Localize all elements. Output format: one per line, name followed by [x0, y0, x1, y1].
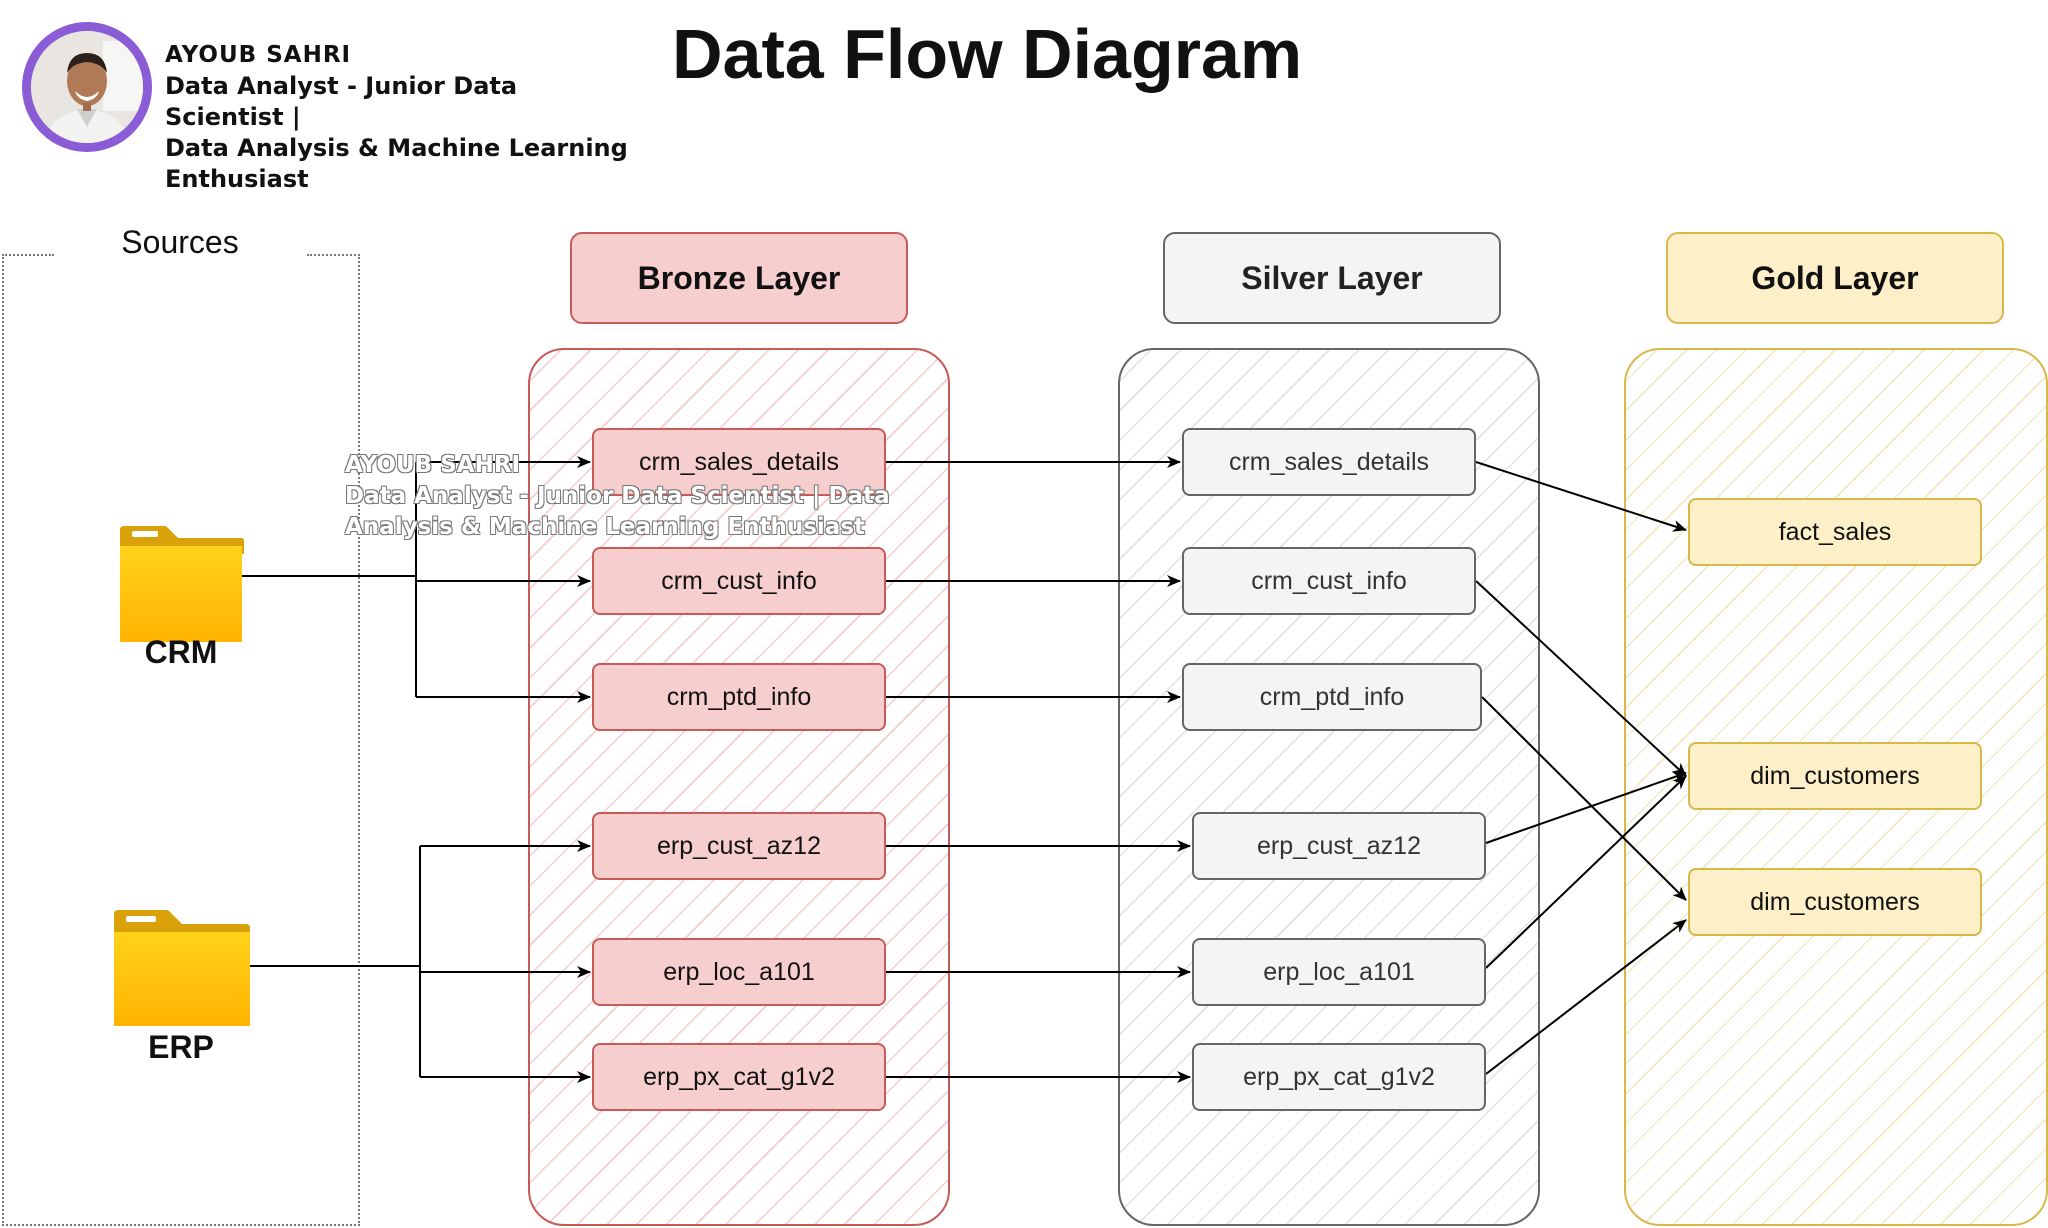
silver-to-gold-fact-sales	[1475, 461, 1687, 532]
silver-erp-cust-az12-to-gold-dim-customers	[1485, 771, 1687, 844]
sources-label: Sources	[121, 224, 239, 260]
crm-source-label: CRM	[144, 634, 218, 670]
silver-node-crm-ptd-info: crm_ptd_info	[1182, 663, 1482, 731]
bronze-node-crm-sales-details: crm_sales_details	[592, 428, 886, 496]
bronze-node-erp-cust-az12: erp_cust_az12	[592, 812, 886, 880]
silver-node-erp-px-cat-g1v2: erp_px_cat_g1v2	[1192, 1043, 1486, 1111]
bronze-node-erp-loc-a101: erp_loc_a101	[592, 938, 886, 1006]
erp-folder-icon	[114, 910, 250, 1026]
author-avatar	[22, 22, 152, 152]
silver-erp-loc-a101-to-gold-dim-customers	[1485, 775, 1687, 969]
silver-node-crm-cust-info: crm_cust_info	[1182, 547, 1476, 615]
author-role-line-3: Enthusiast	[165, 165, 309, 193]
silver-node-crm-sales-details: crm_sales_details	[1182, 428, 1476, 496]
author-role-line-2: Data Analysis & Machine Learning	[165, 134, 628, 162]
author-info: AYOUB SAHRI Data Analyst - Junior Data S…	[165, 40, 635, 195]
silver-node-erp-cust-az12: erp_cust_az12	[1192, 812, 1486, 880]
silver-node-erp-loc-a101: erp_loc_a101	[1192, 938, 1486, 1006]
bronze-node-crm-cust-info: crm_cust_info	[592, 547, 886, 615]
silver-ptd-info-to-gold-dim-customers-2	[1481, 696, 1687, 901]
gold-node-dim-customers-2: dim_customers	[1688, 868, 1982, 936]
gold-layer-title: Gold Layer	[1666, 232, 2004, 324]
sources-frame-top-right	[307, 254, 360, 256]
author-watermark: AYOUB SAHRI Data Analyst - Junior Data S…	[345, 450, 905, 543]
silver-layer-title: Silver Layer	[1163, 232, 1501, 324]
author-name: AYOUB SAHRI	[165, 42, 352, 68]
person-photo	[31, 31, 143, 143]
bronze-node-crm-ptd-info: crm_ptd_info	[592, 663, 886, 731]
watermark-line-1: AYOUB SAHRI	[345, 452, 521, 478]
watermark-line-3: Analysis & Machine Learning Enthusiast	[345, 514, 866, 540]
bronze-node-erp-px-cat-g1v2: erp_px_cat_g1v2	[592, 1043, 886, 1111]
silver-cust-info-to-gold-dim-customers	[1475, 580, 1687, 777]
diagram-title: Data Flow Diagram	[672, 15, 1303, 93]
crm-folder-icon	[120, 526, 244, 642]
gold-node-dim-customers: dim_customers	[1688, 742, 1982, 810]
sources-group-frame	[2, 254, 360, 1226]
gold-node-fact-sales: fact_sales	[1688, 498, 1982, 566]
bronze-layer-title: Bronze Layer	[570, 232, 908, 324]
author-role-line-1: Data Analyst - Junior Data Scientist |	[165, 72, 518, 131]
watermark-line-2: Data Analyst - Junior Data Scientist | D…	[345, 483, 890, 509]
sources-frame-top-left	[2, 254, 54, 256]
silver-erp-px-cat-to-gold-dim-customers-2	[1485, 919, 1687, 1075]
erp-source-label: ERP	[148, 1029, 214, 1065]
